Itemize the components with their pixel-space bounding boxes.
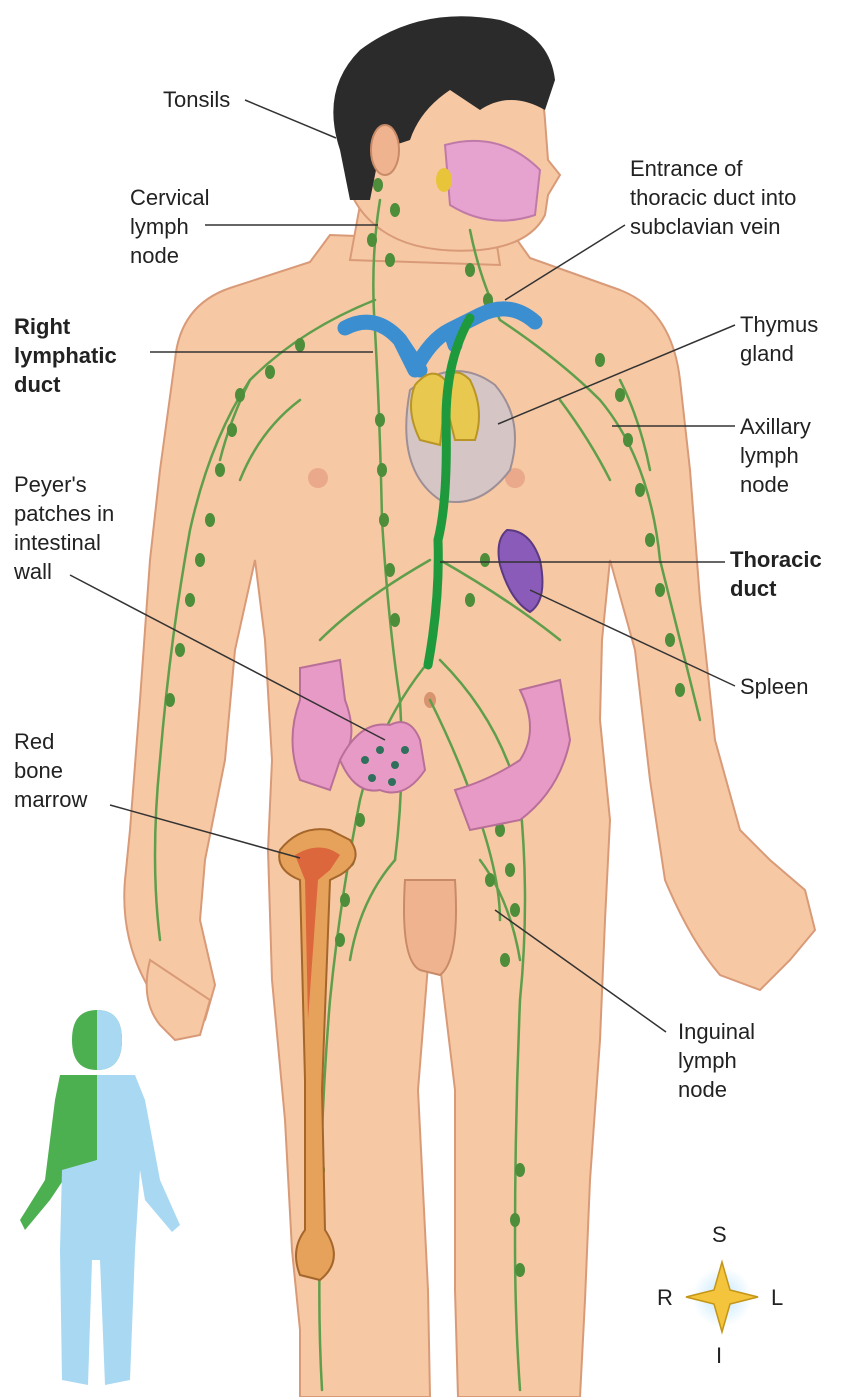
lymph-node (595, 353, 605, 367)
compass-superior: S (712, 1222, 727, 1248)
compass-left: L (771, 1285, 783, 1311)
genitals (404, 880, 456, 975)
lymph-node (645, 533, 655, 547)
label-peyers-patches: Peyer's patches in intestinal wall (14, 470, 114, 586)
lymph-node (675, 683, 685, 697)
lymph-node (505, 863, 515, 877)
lymph-node (377, 463, 387, 477)
inset-drainage-figure (20, 1010, 180, 1385)
lymph-node (195, 553, 205, 567)
lymph-node (335, 933, 345, 947)
label-red-bone-marrow: Red bone marrow (14, 727, 87, 814)
lymph-node (375, 413, 385, 427)
lymph-node (235, 388, 245, 402)
label-inguinal-lymph-node: Inguinal lymph node (678, 1017, 755, 1104)
compass-inferior: I (716, 1343, 722, 1369)
label-thoracic-duct: Thoracic duct (730, 545, 822, 603)
lymph-node (623, 433, 633, 447)
lymph-node (465, 593, 475, 607)
lymph-node (655, 583, 665, 597)
lymph-node (185, 593, 195, 607)
lymph-node (373, 178, 383, 192)
lymph-node (465, 263, 475, 277)
lymph-node (175, 643, 185, 657)
lymph-node (480, 553, 490, 567)
label-tonsils: Tonsils (163, 85, 230, 114)
lymph-node (385, 253, 395, 267)
lymph-node (390, 613, 400, 627)
lymph-node (635, 483, 645, 497)
lymph-node (510, 1213, 520, 1227)
label-thoracic-duct-entrance: Entrance of thoracic duct into subclavia… (630, 154, 796, 241)
label-axillary-lymph-node: Axillary lymph node (740, 412, 811, 499)
label-spleen: Spleen (740, 672, 809, 701)
lymph-node (295, 338, 305, 352)
orientation-compass (686, 1262, 758, 1332)
label-right-lymphatic-duct: Right lymphatic duct (14, 312, 117, 399)
lymph-node (340, 893, 350, 907)
lymph-node (385, 563, 395, 577)
ear (371, 125, 399, 175)
lymph-node (165, 693, 175, 707)
lymph-node (390, 203, 400, 217)
right-nipple (308, 468, 328, 488)
lymph-node (227, 423, 237, 437)
lymph-node (515, 1163, 525, 1177)
lymph-node (510, 903, 520, 917)
lymph-node (500, 953, 510, 967)
lymph-node (355, 813, 365, 827)
compass-right: R (657, 1285, 673, 1311)
lymph-node (379, 513, 389, 527)
tonsil (436, 168, 452, 192)
lymph-node (215, 463, 225, 477)
lymph-node (515, 1263, 525, 1277)
lymph-node (265, 365, 275, 379)
lymph-node (665, 633, 675, 647)
label-cervical-lymph-node: Cervical lymph node (130, 183, 209, 270)
lymph-node (367, 233, 377, 247)
lymph-node (485, 873, 495, 887)
lymph-node (615, 388, 625, 402)
label-thymus-gland: Thymus gland (740, 310, 818, 368)
lymph-node (205, 513, 215, 527)
